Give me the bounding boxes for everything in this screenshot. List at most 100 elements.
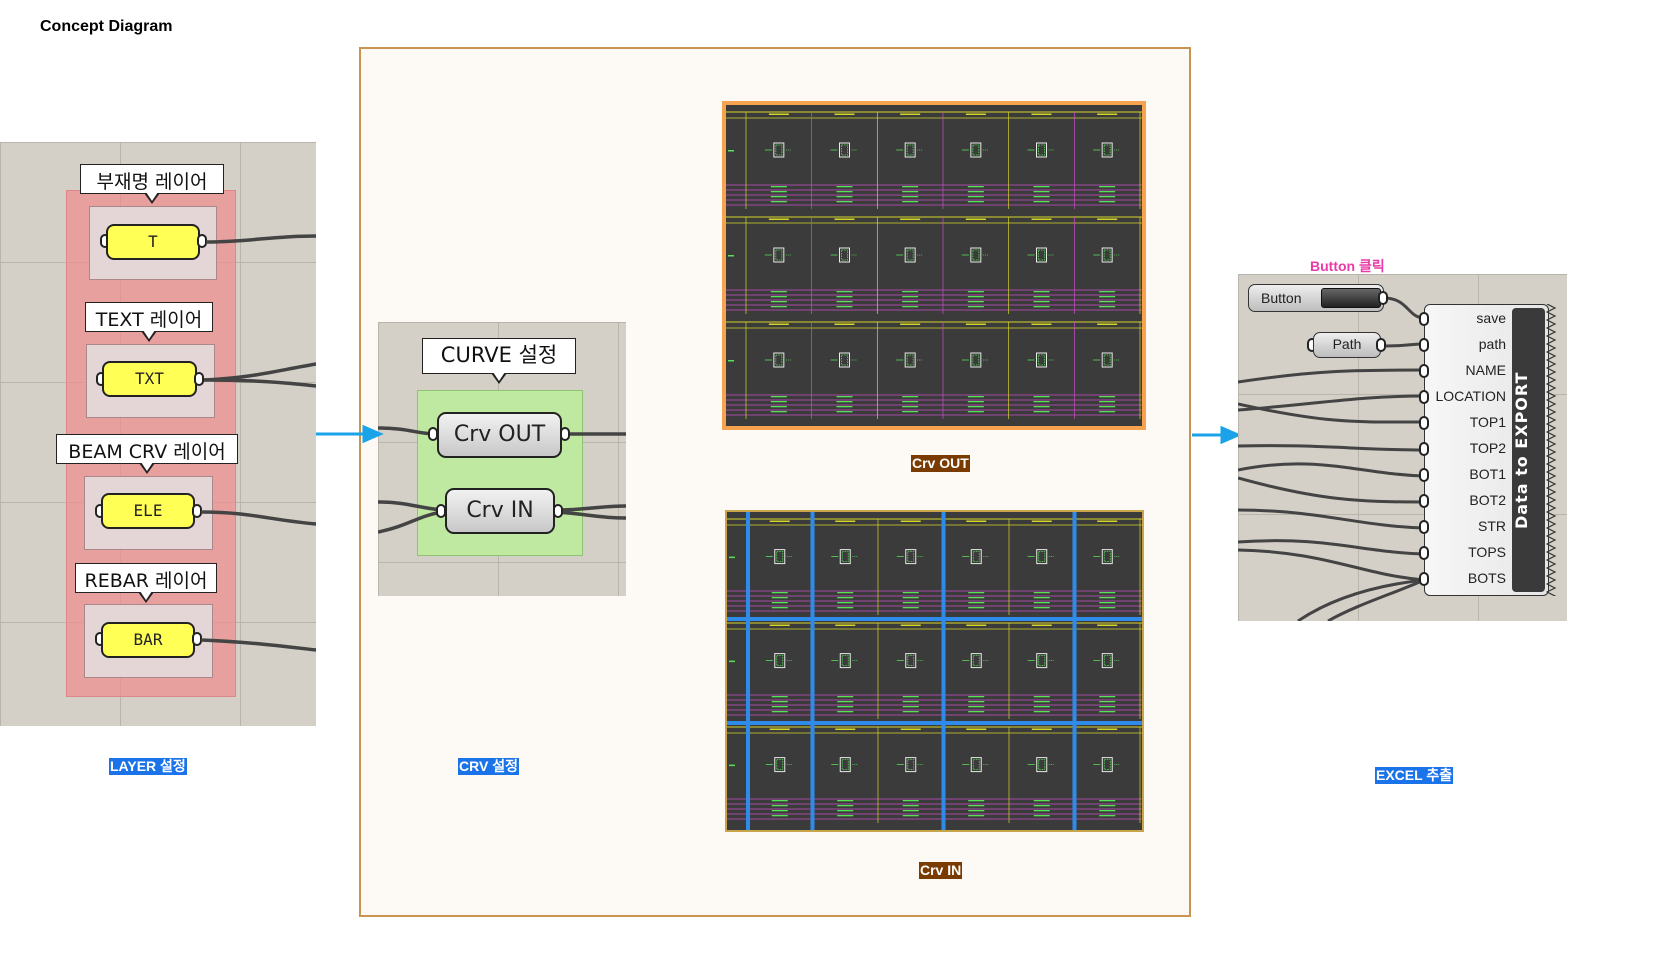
export-input-port[interactable] [1419,468,1429,482]
spec-text-mark [771,602,788,604]
header-text-mark [769,728,790,730]
rebar [906,354,914,366]
spec-text-mark [967,306,984,308]
row-mark [729,660,735,663]
beam-section [1036,142,1047,158]
crv-out-caption: Crv OUT [911,455,970,472]
output-port[interactable] [192,632,202,646]
beam-section [839,247,850,263]
export-input-port[interactable] [1419,572,1429,586]
output-port[interactable] [553,504,563,518]
output-port[interactable] [1376,338,1386,352]
spec-text-mark [1099,810,1116,812]
spec-text-mark [1099,411,1116,413]
rebar [841,249,848,261]
spec-text-mark [1033,815,1050,817]
spec-text-mark [1099,191,1116,193]
spec-text-mark [902,815,919,817]
layer-value-panel[interactable]: TXT [102,361,197,397]
export-input-port[interactable] [1419,364,1429,378]
excel-caption: EXCEL 추출 [1375,767,1454,784]
spec-text-mark [1033,607,1050,609]
spec-text-mark [1099,186,1116,188]
spec-text-mark [837,815,854,817]
rebar [776,551,784,562]
crv-out-param[interactable]: Crv OUT [437,412,562,458]
spec-text-mark [771,592,788,594]
header-text-mark [835,624,856,626]
beam-section [970,653,982,669]
beam-section [1101,653,1113,669]
wire [200,510,316,526]
layer-value-panel[interactable]: ELE [101,493,195,529]
header-text-mark [900,520,921,522]
export-input-port[interactable] [1419,546,1429,560]
spec-text-mark [770,191,787,193]
header-text-mark [1097,520,1118,522]
spec-text-mark [902,800,919,802]
spec-text-mark [1099,406,1116,408]
path-param[interactable]: Path [1313,332,1381,358]
spec-text-mark [967,401,984,403]
header-text-mark [900,624,921,626]
layer-value-panel[interactable]: T [106,224,200,260]
spec-text-mark [967,186,984,188]
spec-text-mark [902,196,919,198]
spec-text-mark [1099,592,1116,594]
spec-text-mark [1033,196,1050,198]
export-input-label: save [1476,310,1506,326]
header-text-mark [1031,520,1052,522]
button-toggle[interactable] [1321,288,1381,308]
rebar [776,655,784,667]
spec-text-mark [836,291,853,293]
export-input-port[interactable] [1419,494,1429,508]
spec-text-mark [771,706,788,708]
export-input-port[interactable] [1419,312,1429,326]
header-text-mark [835,728,856,730]
header-text-mark [1097,728,1118,730]
export-input-port[interactable] [1419,338,1429,352]
spec-text-mark [902,301,919,303]
spec-text-mark [1033,597,1050,599]
export-input-port[interactable] [1419,442,1429,456]
header-text-mark [966,624,987,626]
spec-text-mark [902,396,919,398]
output-port[interactable] [1378,291,1388,305]
rebar [906,144,914,156]
spec-text-mark [902,306,919,308]
spec-text-mark [968,810,985,812]
export-input-port[interactable] [1419,390,1429,404]
header-text-mark [1097,218,1118,220]
beam-section [904,142,916,158]
export-input-label: TOP2 [1469,440,1506,456]
rebar [776,759,784,771]
output-port[interactable] [560,427,570,441]
rebar [1103,551,1111,562]
layer-value-panel[interactable]: BAR [101,622,195,658]
spec-text-mark [770,196,787,198]
crv-in-param[interactable]: Crv IN [445,488,555,534]
spec-text-mark [902,411,919,413]
header-text-mark [834,113,855,115]
spec-text-mark [770,306,787,308]
spec-text-mark [902,296,919,298]
spec-text-mark [968,592,985,594]
beam-section [905,757,917,773]
button-component[interactable]: Button [1248,284,1384,312]
export-input-port[interactable] [1419,520,1429,534]
row-mark [728,150,734,152]
spec-text-mark [902,602,919,604]
beam-section [774,653,786,669]
spec-text-mark [836,306,853,308]
output-port[interactable] [194,372,204,386]
header-text-mark [769,624,790,626]
beam-section [839,653,851,669]
spec-text-mark [967,201,984,203]
spec-text-mark [902,597,919,599]
export-input-port[interactable] [1419,416,1429,430]
export-input-label: path [1478,336,1506,352]
spec-text-mark [1099,201,1116,203]
spec-text-mark [1033,602,1050,604]
header-text-mark [769,520,790,522]
rebar [1038,354,1045,366]
